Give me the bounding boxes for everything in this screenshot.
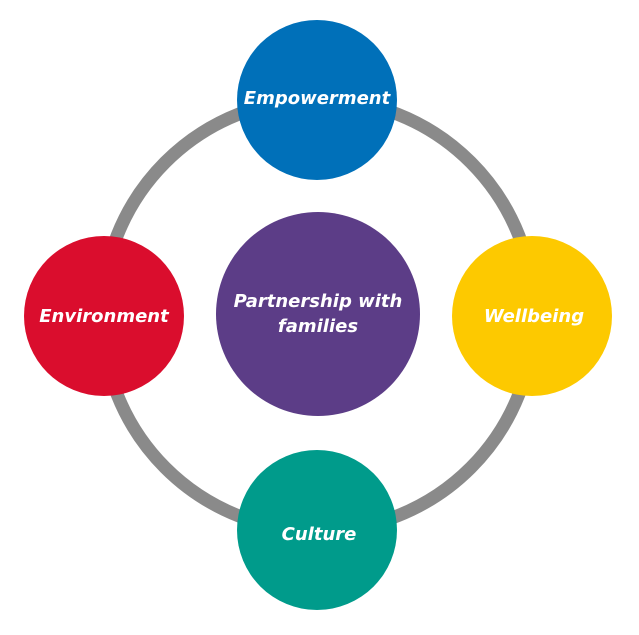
node-label: Culture (282, 524, 357, 545)
node-label: Environment (39, 306, 170, 327)
node-label: Wellbeing (484, 306, 584, 327)
center-node-partnership: Partnership with families (216, 212, 420, 416)
center-label-line1: Partnership with (234, 291, 403, 312)
node-environment: Environment (24, 236, 184, 396)
center-label-line2: families (278, 316, 358, 337)
node-wellbeing: Wellbeing (452, 236, 612, 396)
node-culture: Culture (237, 450, 397, 610)
node-label: Empowerment (244, 88, 392, 109)
node-empowerment: Empowerment (237, 20, 397, 180)
